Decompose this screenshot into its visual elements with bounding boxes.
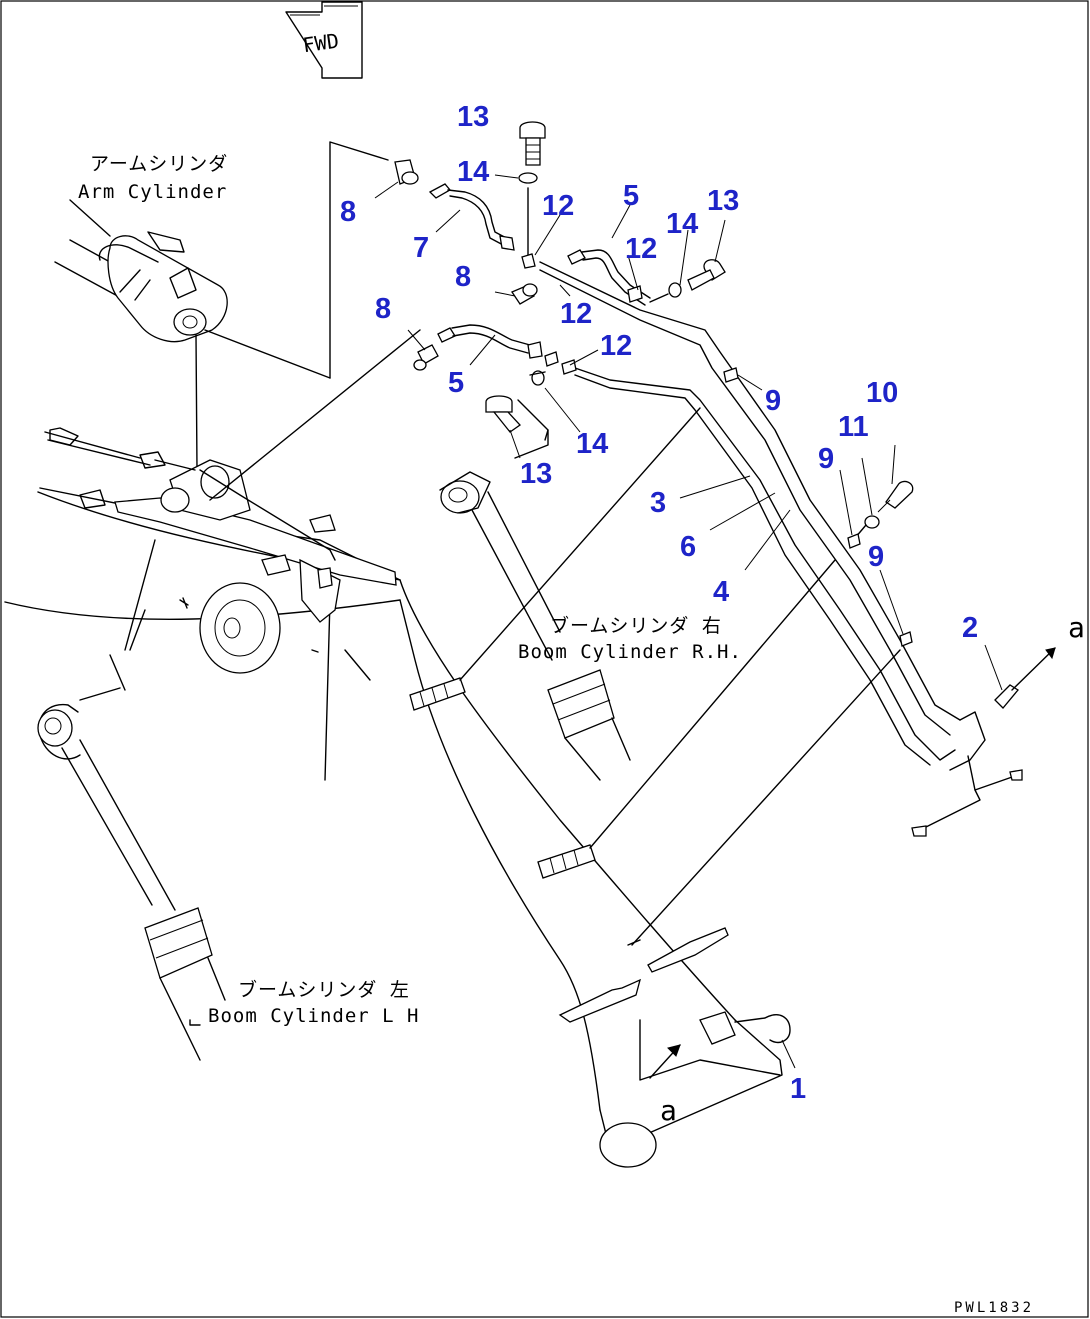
boom-cylinder-rh-label-en: Boom Cylinder R.H.: [518, 641, 742, 663]
bolt-13b: [687, 259, 726, 291]
callout-10: 10: [866, 377, 898, 409]
callout-14: 14: [576, 428, 608, 460]
callout-8: 8: [375, 293, 391, 325]
boom-bracket: [39, 329, 421, 623]
callout-9: 9: [765, 385, 781, 417]
callout-5: 5: [623, 180, 639, 212]
drawing-code: PWL1832: [954, 1300, 1034, 1316]
callout-6: 6: [680, 531, 696, 563]
arm-cylinder: [54, 141, 389, 471]
boom-cylinder-lh-label-en: Boom Cylinder L H: [208, 1005, 419, 1027]
callout-11: 11: [838, 411, 869, 443]
boom-cylinder-lh: [37, 703, 226, 1061]
callout-8: 8: [455, 261, 471, 293]
connector-8b: [511, 283, 538, 305]
callout-leaders: [374, 174, 1003, 1069]
clip-12b: [627, 285, 643, 303]
arm-cylinder-label-en: Arm Cylinder: [78, 181, 227, 203]
boom-cylinder-rh-label-jp: ブームシリンダ 右: [550, 614, 722, 637]
hose-clamp-upper: [409, 677, 466, 711]
fwd-label: FWD: [301, 28, 340, 57]
connector-8a: [394, 159, 419, 185]
callout-8: 8: [340, 196, 356, 228]
arm-cylinder-label-jp: アームシリンダ: [90, 153, 228, 175]
washer-11: [864, 515, 880, 529]
clip-9b: [847, 533, 861, 549]
callout-12: 12: [560, 298, 592, 330]
washer-14a: [518, 172, 538, 184]
clip-9a: [723, 367, 739, 383]
clip-12c: [544, 351, 559, 367]
callout-9: 9: [818, 443, 834, 475]
callout-14: 14: [457, 156, 489, 188]
pipe-5-upper: [567, 249, 651, 306]
wire-bracket-lower: [558, 927, 791, 1079]
clip-12a: [521, 253, 536, 269]
clip-12d: [561, 359, 577, 375]
callout-7: 7: [413, 232, 429, 264]
bolt-13c: [485, 395, 521, 433]
callout-13: 13: [520, 458, 552, 490]
hose-clamp-lower: [537, 844, 596, 879]
bolt-10: [877, 480, 914, 513]
callout-12: 12: [600, 330, 632, 362]
clip-9c: [899, 631, 913, 647]
marker-a-bottom: a: [660, 1094, 677, 1127]
boom-cylinder-rh: [439, 399, 631, 781]
bolt-13a: [519, 121, 546, 166]
marker-a-top: a: [1068, 611, 1085, 644]
callout-5: 5: [448, 367, 464, 399]
boom-cylinder-lh-label-jp: ブームシリンダ 左: [238, 978, 410, 1001]
callout-12: 12: [542, 190, 574, 222]
callout-9: 9: [868, 541, 884, 573]
callout-12: 12: [625, 233, 657, 265]
callout-1: 1: [790, 1073, 806, 1105]
callout-13: 13: [457, 101, 489, 133]
callout-3: 3: [650, 487, 666, 519]
callout-14: 14: [666, 208, 698, 240]
pipe-5-lower: [437, 324, 543, 359]
forward-arrow-sign: FWD: [285, 1, 363, 79]
washer-14b: [668, 282, 682, 298]
callout-4: 4: [713, 576, 729, 608]
boom-body: [4, 491, 783, 1168]
connector-8c: [413, 344, 439, 371]
pipe-7: [428, 183, 515, 251]
harness-routing: [539, 261, 1056, 837]
callout-13: 13: [707, 185, 739, 217]
callout-2: 2: [962, 612, 978, 644]
